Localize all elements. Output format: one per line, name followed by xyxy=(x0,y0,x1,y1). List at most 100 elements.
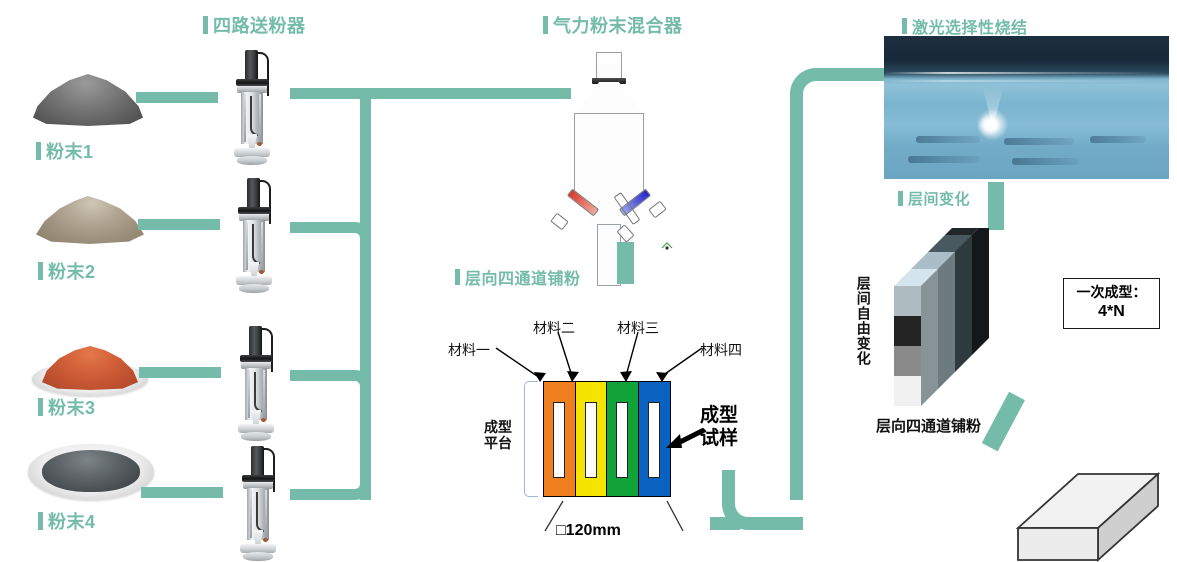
finished-part-3d xyxy=(1000,438,1177,562)
feeder-collar xyxy=(238,207,270,214)
feeder-flange xyxy=(238,424,274,433)
feeder-fitting-icon xyxy=(259,270,264,274)
powder-label-2: 粉末2 xyxy=(38,258,96,284)
specimen-label: 成型 试样 xyxy=(700,405,738,451)
label-marker-icon xyxy=(36,142,41,160)
powder-feeder-3 xyxy=(236,326,276,444)
pipe-elbow-feeder4 xyxy=(345,470,371,500)
mixer-barrel xyxy=(574,113,644,191)
header-four-way-feeder-label: 四路送粉器 xyxy=(213,16,306,36)
pneumatic-powder-mixer xyxy=(550,52,673,288)
powder-label-3: 粉末3 xyxy=(38,394,96,420)
specimen-slot xyxy=(584,402,597,478)
feeder-plate xyxy=(237,86,267,93)
callout-line-2: 4*N xyxy=(1098,302,1125,320)
feeder-motor-icon xyxy=(249,326,262,356)
block-tile-face xyxy=(911,252,955,269)
platform-strip-material-3 xyxy=(607,382,639,496)
header-marker-icon xyxy=(898,191,903,206)
mixer-cap xyxy=(592,78,626,84)
feeder-plate xyxy=(243,482,273,489)
pipe-elbow-top-right xyxy=(790,68,870,128)
material-label-1: 材料一 xyxy=(448,342,490,358)
platform-strip-material-2 xyxy=(575,382,607,496)
powder-sample-4 xyxy=(28,440,154,502)
block-tile-face xyxy=(894,346,921,376)
powder-heap-2 xyxy=(36,196,144,244)
feeder-cone xyxy=(248,262,260,278)
mixer-sample-cup xyxy=(550,212,569,231)
scan-track xyxy=(1090,136,1146,143)
block-bottom-label: 层向四通道铺粉 xyxy=(876,418,982,435)
pipe-feeder3-out xyxy=(290,370,345,381)
block-tile-face xyxy=(894,286,921,316)
platform-brace xyxy=(524,381,538,497)
block-tile-face xyxy=(894,376,921,406)
feeder-flange xyxy=(236,276,272,285)
feeder-rod xyxy=(259,94,261,142)
powder-feeder-1 xyxy=(232,50,272,168)
pipe-vertical-trunk xyxy=(360,88,371,500)
scan-track xyxy=(908,156,980,163)
header-pneumatic-mixer: 气力粉末混合器 xyxy=(543,12,683,38)
callout-line-1: 一次成型： xyxy=(1076,284,1147,300)
feeder-rod xyxy=(246,222,248,270)
header-marker-icon xyxy=(902,18,907,34)
feeder-rod xyxy=(248,370,250,418)
pipe-elbow-feeder3 xyxy=(345,370,371,400)
specimen-slot xyxy=(553,402,566,478)
mixer-detail-icon xyxy=(660,238,674,250)
laser-sintering-photo xyxy=(884,36,1169,179)
material-label-3: 材料三 xyxy=(617,320,659,336)
mixer-hopper xyxy=(574,82,644,114)
feeder-cable-icon xyxy=(252,224,260,264)
platform-strip-material-1 xyxy=(544,382,576,496)
feeder-collar xyxy=(240,355,272,362)
feeder-motor-icon xyxy=(245,50,258,80)
finished-part-svg xyxy=(1015,471,1161,562)
feeder-rod xyxy=(263,370,265,418)
scan-track xyxy=(1012,158,1078,165)
feeder-rod xyxy=(244,94,246,142)
feeder-cable-icon xyxy=(259,180,271,224)
specimen-arrow xyxy=(666,427,706,448)
pipe-bottom-left-tail xyxy=(710,517,740,530)
scan-track xyxy=(1004,138,1074,145)
label-marker-icon xyxy=(38,262,43,280)
feeder-flange xyxy=(234,148,270,157)
scan-track xyxy=(916,136,980,143)
header-layer-change-label: 层间变化 xyxy=(908,191,971,208)
powder-sample-1 xyxy=(28,68,148,130)
powder-label-4: 粉末4 xyxy=(38,508,96,534)
powder-feeder-2 xyxy=(234,178,274,296)
layered-block-svg xyxy=(894,218,989,406)
platform-label-line1: 成型 xyxy=(484,419,512,435)
powder-label-1-text: 粉末1 xyxy=(46,142,94,162)
header-marker-icon xyxy=(203,16,208,34)
feeder-base xyxy=(241,432,271,441)
laser-streak xyxy=(884,80,1169,82)
feeder-cable-icon xyxy=(254,372,262,412)
powder-sample-2 xyxy=(30,190,150,248)
block-vertical-label: 层间自由变化 xyxy=(855,276,872,366)
header-marker-icon xyxy=(543,16,548,34)
feeder-base xyxy=(237,156,267,165)
block-tile-face xyxy=(928,235,972,252)
feeder-cable-icon xyxy=(257,52,269,96)
feeder-cone xyxy=(252,530,264,546)
powder-label-1: 粉末1 xyxy=(36,138,94,164)
feeder-rod xyxy=(265,490,267,538)
block-tile-face xyxy=(894,269,938,286)
material-label-2: 材料二 xyxy=(533,320,575,336)
laser-spark-icon xyxy=(978,114,1000,136)
header-layer-spreading: 层向四通道铺粉 xyxy=(455,265,581,289)
feeder-cone xyxy=(250,410,262,426)
feeder-motor-icon xyxy=(251,446,264,476)
feeder-fitting-icon xyxy=(257,142,262,146)
feeder-fitting-icon xyxy=(263,538,268,542)
feeder-collar xyxy=(236,79,268,86)
feeder-cable-icon xyxy=(256,492,264,532)
powder-sample-3 xyxy=(30,340,150,402)
header-marker-icon xyxy=(455,269,460,285)
pipe-to-laser xyxy=(856,68,888,81)
